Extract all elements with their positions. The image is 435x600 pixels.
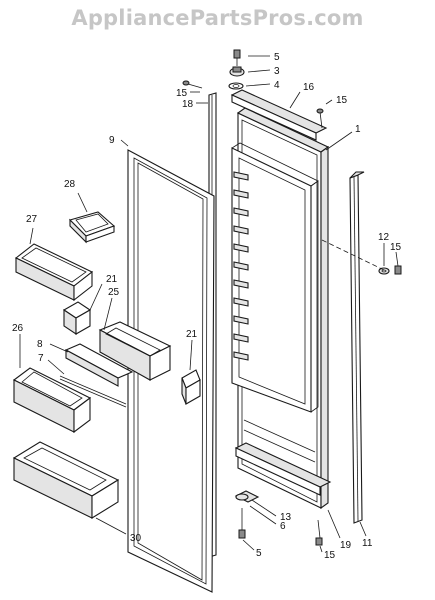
label-19: 19 (340, 540, 352, 551)
rod-7 (59, 375, 127, 408)
label-28: 28 (64, 179, 76, 190)
label-1: 1 (355, 124, 361, 135)
watermark: AppliancePartsPros.com (71, 6, 364, 30)
label-15-bottom: 15 (324, 550, 336, 561)
label-5-top: 5 (274, 52, 280, 63)
dispenser-housing-25 (98, 321, 172, 381)
label-26: 26 (12, 323, 24, 334)
bin-30 (12, 441, 120, 519)
label-13: 13 (280, 512, 292, 523)
panel-8 (64, 343, 134, 387)
label-18: 18 (182, 99, 194, 110)
bin-28 (68, 211, 116, 244)
label-15-topright: 15 (336, 95, 348, 106)
label-21-lower: 21 (186, 329, 198, 340)
door-handle-11 (349, 171, 365, 524)
top-hinge-parts (182, 49, 328, 141)
label-30: 30 (130, 533, 142, 544)
label-11: 11 (362, 538, 373, 549)
label-6: 6 (280, 521, 286, 532)
label-3: 3 (274, 66, 280, 77)
label-9: 9 (109, 135, 115, 146)
label-15-topleft: 15 (176, 88, 188, 99)
label-4: 4 (274, 80, 280, 91)
label-16: 16 (303, 82, 315, 93)
part-number-labels: 5 3 4 15 18 16 15 1 9 28 27 21 25 26 8 7… (12, 52, 402, 561)
bottom-hinge-parts (234, 442, 332, 546)
door-gasket-9 (127, 149, 215, 593)
label-21-upper: 21 (106, 274, 118, 285)
label-25: 25 (108, 287, 120, 298)
door-shelf-ledges (233, 171, 249, 361)
door-assembly (231, 107, 330, 510)
bracket-21-upper (62, 301, 92, 336)
label-8: 8 (37, 339, 43, 350)
bin-27 (14, 243, 94, 302)
bin-26 (12, 367, 92, 434)
label-15-right: 15 (390, 242, 402, 253)
label-12: 12 (378, 232, 390, 243)
leader-lines (19, 55, 399, 553)
label-7: 7 (38, 353, 44, 364)
label-5-bottom: 5 (256, 548, 262, 559)
label-27: 27 (26, 214, 38, 225)
bracket-21-lower (181, 369, 201, 405)
